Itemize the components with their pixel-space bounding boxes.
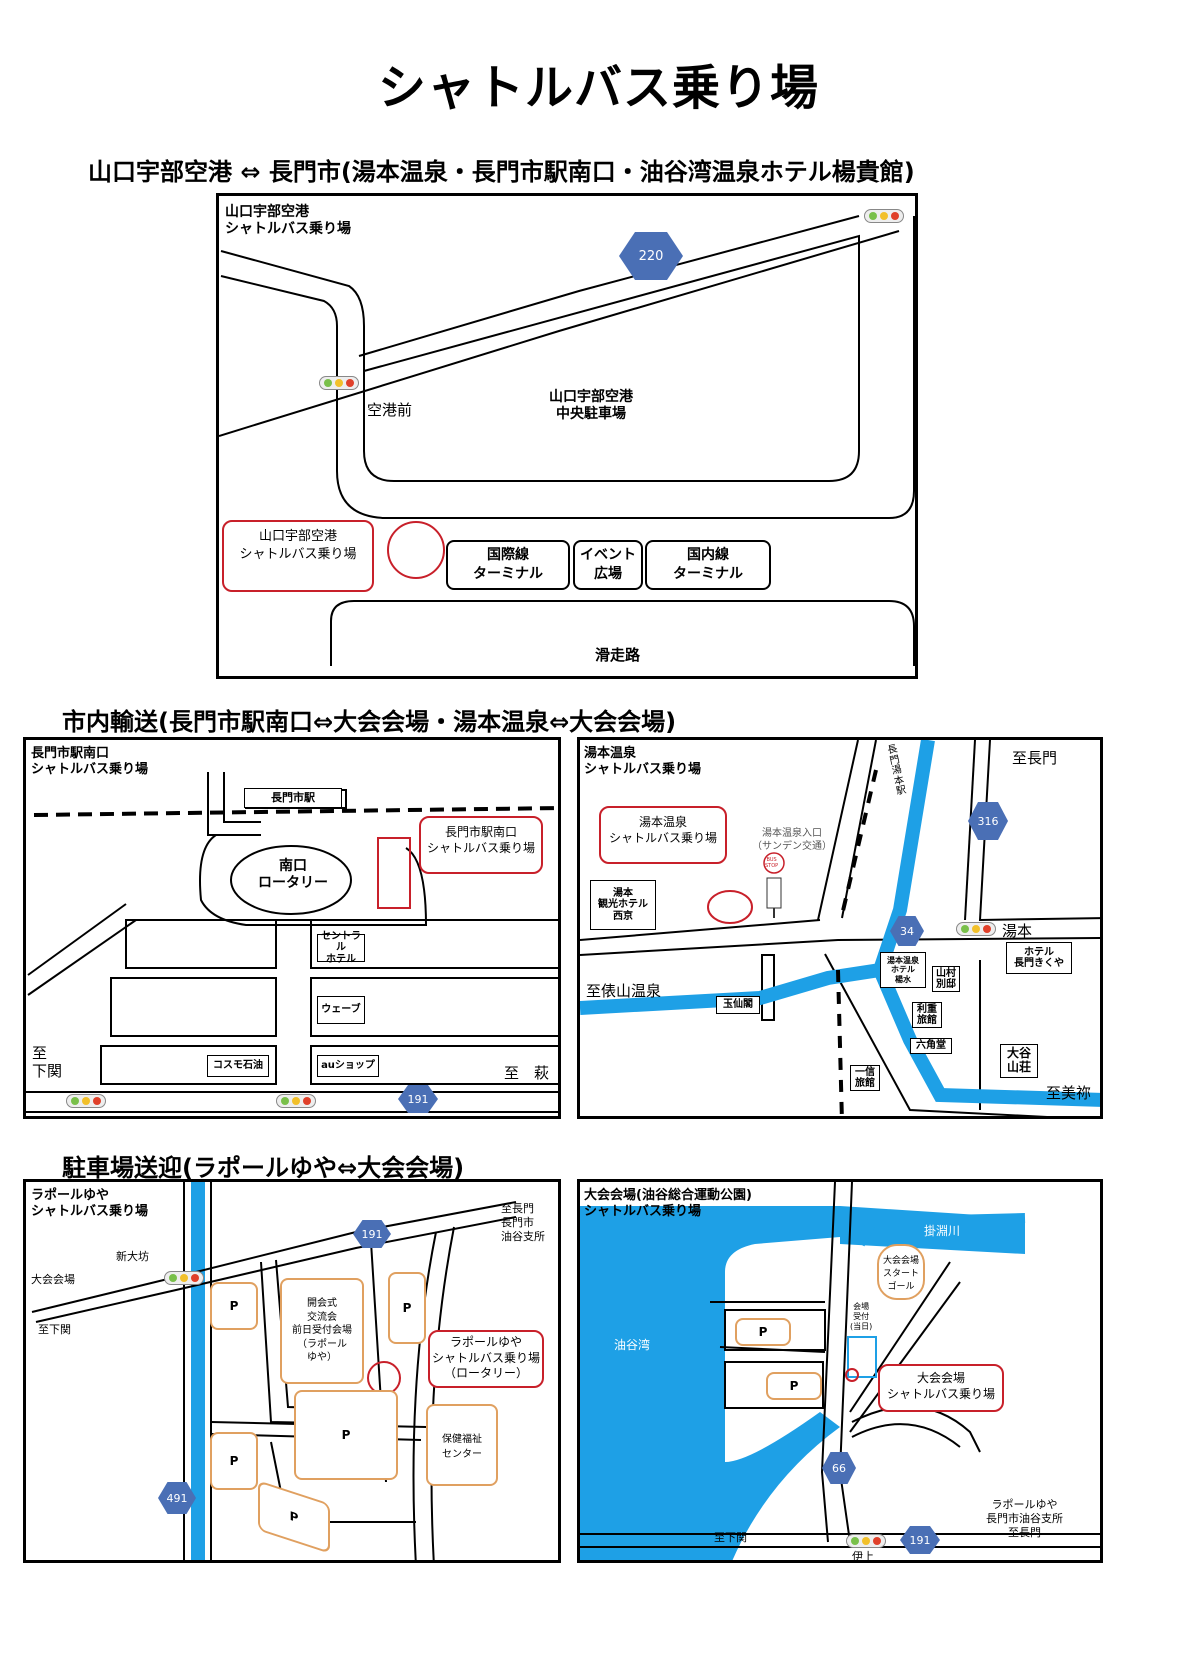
central-hotel: セントラルホテル <box>317 931 365 965</box>
parking-lot: P <box>735 1318 791 1346</box>
domestic-terminal: 国内線ターミナル <box>645 540 771 590</box>
to-nagato-label: 至長門 <box>1012 749 1058 767</box>
rokkakudo: 六角堂 <box>910 1038 952 1054</box>
to-tawarayama-label: 至俵山温泉 <box>586 982 662 1000</box>
parking-lot: P <box>388 1272 426 1344</box>
yumoto-roads <box>580 740 1100 1116</box>
traffic-light-icon <box>864 209 904 223</box>
shin-daibo-label: 新大坊 <box>116 1250 149 1263</box>
riju-ryokan: 利重旅館 <box>912 1002 942 1028</box>
opening-ceremony-venue: 開会式交流会前日受付会場（ラポールゆや） <box>280 1278 364 1384</box>
otani-sanso: 大谷山荘 <box>1000 1044 1038 1078</box>
cosmo-oil: コスモ石油 <box>207 1055 269 1077</box>
section-parking-title: 駐車場送迎(ラポールゆや⇔大会会場) <box>62 1154 465 1182</box>
venue-direction-label: 大会会場 <box>31 1273 75 1286</box>
venue-map: 大会会場(油谷総合運動公園)シャトルバス乗り場 掛淵川 油谷湾 大会会場スタート… <box>577 1179 1103 1563</box>
yumoto-map: 湯本温泉シャトルバス乗り場 長門湯本駅 至長門 316 湯本温泉シャトルバス乗り… <box>577 737 1103 1119</box>
bay-label: 油谷湾 <box>614 1338 651 1352</box>
parking-lot: P <box>766 1372 822 1400</box>
ichinobu-ryokan: 一信旅館 <box>850 1065 880 1091</box>
venue-to-shimonoseki-label: 至下関 <box>714 1531 747 1544</box>
rapor-shuttle-callout: ラポールゆやシャトルバス乗り場（ロータリー） <box>428 1330 544 1388</box>
welfare-center: 保健福祉センター <box>426 1404 498 1486</box>
parking-lot: P <box>210 1282 258 1330</box>
to-hagi-label: 至 萩 <box>504 1064 550 1082</box>
traffic-light-icon <box>956 922 996 936</box>
route-34-shield: 34 <box>890 916 924 946</box>
airport-map: 山口宇部空港シャトルバス乗り場 220 空港前 山口宇部空港中央駐車場 山口宇部… <box>216 193 918 679</box>
parking-lot: P <box>294 1390 398 1480</box>
route-491-shield: 491 <box>158 1482 196 1514</box>
gyokusenkaku: 玉仙閣 <box>716 996 760 1014</box>
igami-label: 伊上 <box>852 1550 874 1563</box>
traffic-light-icon <box>164 1271 204 1285</box>
hotel-yosui: 湯本温泉ホテル楊水 <box>880 952 926 988</box>
reception-label: 会場受付(当日) <box>850 1302 873 1331</box>
rapor-header: ラポールゆやシャトルバス乗り場 <box>31 1188 149 1219</box>
rapor-to-shimonoseki-label: 至下関 <box>38 1323 71 1336</box>
venue-shuttle-callout: 大会会場シャトルバス乗り場 <box>878 1364 1004 1412</box>
nagato-station-building: 長門市駅 <box>244 788 342 808</box>
yumoto-header: 湯本温泉シャトルバス乗り場 <box>584 746 702 777</box>
yumoto-label: 湯本 <box>1002 922 1033 940</box>
traffic-light-icon <box>276 1094 316 1108</box>
traffic-light-icon <box>319 376 359 390</box>
event-plaza: イベント広場 <box>573 540 643 590</box>
central-parking-label: 山口宇部空港中央駐車場 <box>549 389 633 422</box>
yumoto-shuttle-callout: 湯本温泉シャトルバス乗り場 <box>599 806 727 864</box>
airport-roads <box>219 215 915 666</box>
runway-label: 滑走路 <box>595 646 641 664</box>
nagato-shuttle-callout: 長門市駅南口シャトルバス乗り場 <box>419 816 543 874</box>
nagato-station-map: 長門市駅南口シャトルバス乗り場 長門市駅 南口ロータリー 長門市駅南口シャトルバ… <box>23 737 561 1119</box>
bus-stop-label: 湯本温泉入口（サンデン交通） <box>752 828 832 852</box>
kukomae-label: 空港前 <box>367 401 413 419</box>
nagato-roads <box>26 772 558 1113</box>
hotel-saikyo: 湯本観光ホテル西京 <box>590 880 656 930</box>
intl-terminal: 国際線ターミナル <box>446 540 570 590</box>
nagato-header: 長門市駅南口シャトルバス乗り場 <box>31 746 149 777</box>
parking-lot: P <box>210 1432 258 1490</box>
rapor-to-nagato-label: 至長門長門市油谷支所 <box>501 1202 545 1243</box>
to-mine-label: 至美祢 <box>1046 1084 1092 1102</box>
venue-rapor-label: ラポールゆや長門市油谷支所至長門 <box>986 1498 1063 1539</box>
route-316-shield: 316 <box>968 802 1008 840</box>
hotel-kikuya: ホテル長門きくや <box>1006 942 1072 974</box>
airport-shuttle-callout: 山口宇部空港シャトルバス乗り場 <box>222 520 374 592</box>
traffic-light-icon <box>846 1534 886 1548</box>
au-shop: auショップ <box>317 1055 379 1077</box>
rapor-yuya-map: ラポールゆやシャトルバス乗り場 至長門長門市油谷支所 191 新大坊 大会会場 … <box>23 1179 561 1563</box>
route-220-shield: 220 <box>619 232 683 280</box>
yamamura-bettei: 山村別邸 <box>932 966 960 992</box>
venue-header: 大会会場(油谷総合運動公園)シャトルバス乗り場 <box>584 1188 752 1219</box>
rotary-label: 南口ロータリー <box>258 858 328 891</box>
to-shimonoseki-label: 至下関 <box>32 1044 63 1080</box>
traffic-light-icon <box>66 1094 106 1108</box>
section-city-title: 市内輸送(長門市駅南口⇔大会会場・湯本温泉⇔大会会場) <box>62 708 677 736</box>
river-label: 掛淵川 <box>924 1224 961 1238</box>
start-goal-area: 大会会場スタートゴール <box>877 1244 925 1300</box>
route-66-shield: 66 <box>822 1452 856 1484</box>
page-title: シャトルバス乗り場 <box>377 60 819 116</box>
wave-building: ウェーブ <box>317 996 365 1024</box>
section-airport-title: 山口宇部空港 ⇔ 長門市(湯本温泉・長門市駅南口・油谷湾温泉ホテル楊貴館) <box>88 158 915 186</box>
airport-header: 山口宇部空港シャトルバス乗り場 <box>225 204 351 237</box>
